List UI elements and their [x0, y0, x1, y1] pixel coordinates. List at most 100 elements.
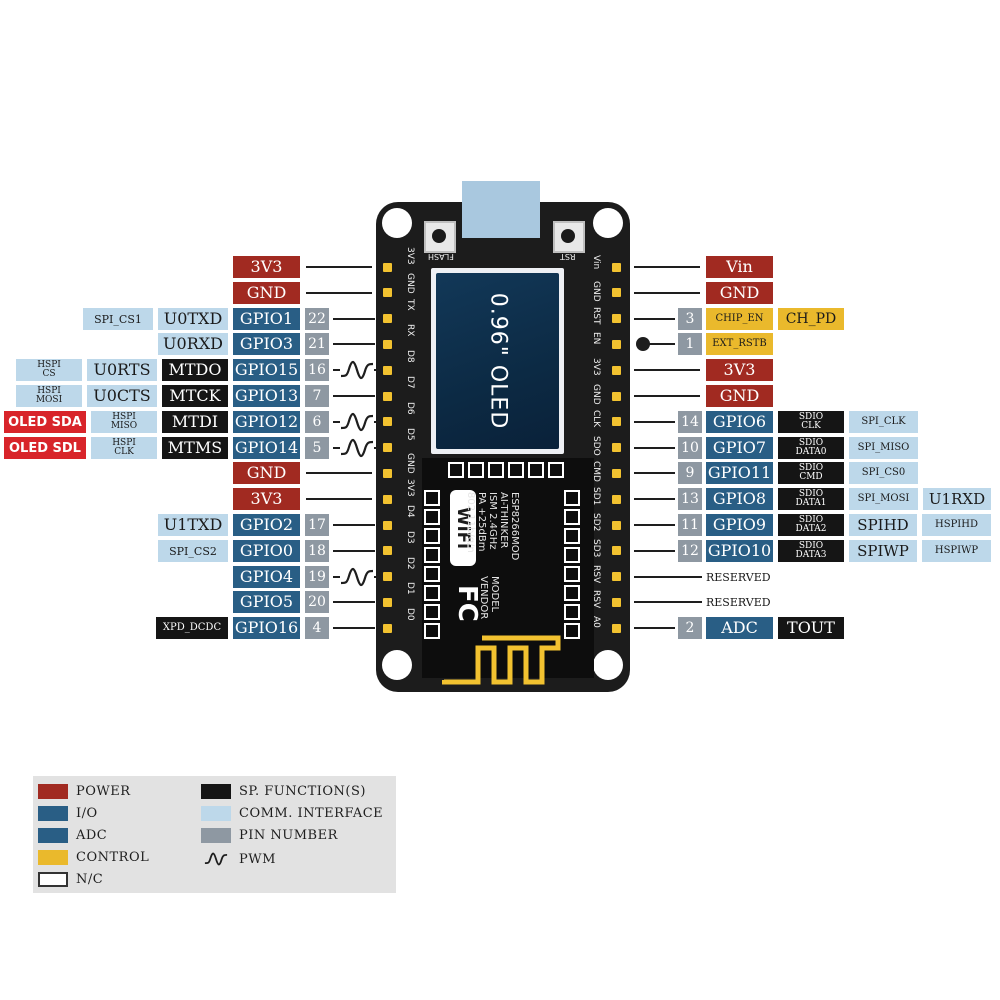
pin-number-17: 17: [305, 514, 329, 536]
legend-item-sp-function-s: SP. FUNCTION(S): [201, 784, 366, 799]
left-hspi-miso-label-line: HSPI: [112, 412, 136, 422]
left-connector-line: [333, 575, 340, 578]
module-pad: [548, 462, 564, 478]
legend-swatch-io: [38, 806, 68, 821]
header-pin: [612, 262, 621, 272]
silkscreen-label: D0: [405, 608, 415, 621]
left-connector-line: [306, 266, 372, 268]
header-pin: [612, 417, 621, 427]
left-3v3-label: 3V3: [233, 256, 300, 278]
legend-text: SP. FUNCTION(S): [239, 784, 366, 799]
left-connector-line: [333, 369, 340, 372]
legend-text: ADC: [76, 828, 108, 843]
right-connector-line: [646, 343, 675, 346]
legend-text: N/C: [76, 872, 104, 887]
right-ext-rstb-label: EXT_RSTB: [706, 333, 773, 355]
right-sdio-data2-label-line: DATA2: [795, 524, 827, 534]
left-gpio3-label: GPIO3: [233, 333, 300, 355]
pin-number-21: 21: [305, 333, 329, 355]
right-hspiwp-label: HSPIWP: [922, 540, 991, 562]
silkscreen-label: GND: [591, 384, 601, 405]
module-pad: [488, 462, 504, 478]
pin-number-4: 4: [305, 617, 329, 639]
left-mtms-label: MTMS: [162, 437, 228, 459]
reserved-label: RESERVED: [706, 570, 771, 584]
pin-number-6: 6: [305, 411, 329, 433]
silkscreen-label: RX: [405, 324, 415, 337]
oled-text: 0.96" OLED: [485, 292, 511, 430]
header-pin: [612, 365, 621, 375]
legend-text: PIN NUMBER: [239, 828, 338, 843]
right-sdio-cmd-label-line: CMD: [799, 472, 823, 482]
header-pin: [612, 572, 621, 582]
right-connector-line: [634, 601, 702, 604]
pin-number-3: 3: [678, 308, 702, 330]
right-connector-line: [634, 446, 675, 449]
module-pad: [424, 528, 440, 544]
module-pad: [528, 462, 544, 478]
model-text: MODEL: [489, 576, 500, 613]
legend-item-n-c: N/C: [38, 872, 103, 887]
header-pin: [612, 443, 621, 453]
header-pin: [383, 546, 392, 556]
left-gnd-label: GND: [233, 282, 300, 304]
header-pin: [612, 314, 621, 324]
right-sdio-data2-label-line: SDIO: [798, 515, 824, 525]
oled-display: 0.96" OLED: [436, 273, 559, 449]
legend-item-pin-number: PIN NUMBER: [201, 828, 338, 843]
silkscreen-label: EN: [591, 332, 601, 345]
pin-number-19: 19: [305, 566, 329, 588]
right-spi-clk-label: SPI_CLK: [849, 411, 918, 433]
left-gpio12-label: GPIO12: [233, 411, 300, 433]
right-sdio-clk-label-line: CLK: [801, 421, 821, 431]
pin-number-2: 2: [678, 617, 702, 639]
silkscreen-label: D4: [405, 505, 415, 518]
header-pin: [383, 339, 392, 349]
right-connector-line: [634, 266, 700, 268]
left-connector-line: [333, 420, 340, 423]
left-connector-line: [306, 472, 372, 475]
legend-swatch-power: [38, 784, 68, 799]
silkscreen-label: Vin: [591, 255, 601, 270]
silkscreen-label: GND: [405, 272, 415, 294]
header-pin: [383, 314, 392, 324]
module-pad: [424, 623, 440, 639]
left-connector-line: [333, 395, 375, 397]
right-connector-line: [634, 498, 675, 501]
pin-number-20: 20: [305, 591, 329, 613]
left-connector-line: [333, 627, 375, 630]
right-gpio10-label: GPIO10: [706, 540, 773, 562]
legend-swatch-special: [201, 784, 231, 799]
header-pin: [612, 623, 621, 633]
reserved-label: RESERVED: [706, 595, 771, 609]
right-ch-pd-label: CH_PD: [778, 308, 844, 330]
pin-dot: [636, 337, 650, 352]
module-pad: [564, 509, 580, 525]
header-pin: [612, 546, 621, 556]
left-gpio14-label: GPIO14: [233, 437, 300, 459]
legend-text: POWER: [76, 784, 131, 799]
header-pin: [612, 468, 621, 478]
left-connector-line: [374, 575, 378, 578]
flash-label: FLASH: [428, 252, 454, 261]
header-pin: [383, 597, 392, 607]
right-connector-line: [634, 575, 702, 578]
right-connector-line: [634, 524, 675, 526]
right-gnd-label: GND: [706, 282, 773, 304]
pwm-icon: [340, 438, 374, 457]
right-gpio11-label: GPIO11: [706, 462, 773, 484]
module-text: ESP8266MOD: [509, 492, 520, 561]
left-gpio4-label: GPIO4: [233, 566, 300, 588]
pin-number-5: 5: [305, 437, 329, 459]
right-spiwp-label: SPIWP: [849, 540, 917, 562]
module-pad: [564, 547, 580, 563]
legend-text: I/O: [76, 806, 98, 821]
right-connector-line: [634, 472, 675, 475]
